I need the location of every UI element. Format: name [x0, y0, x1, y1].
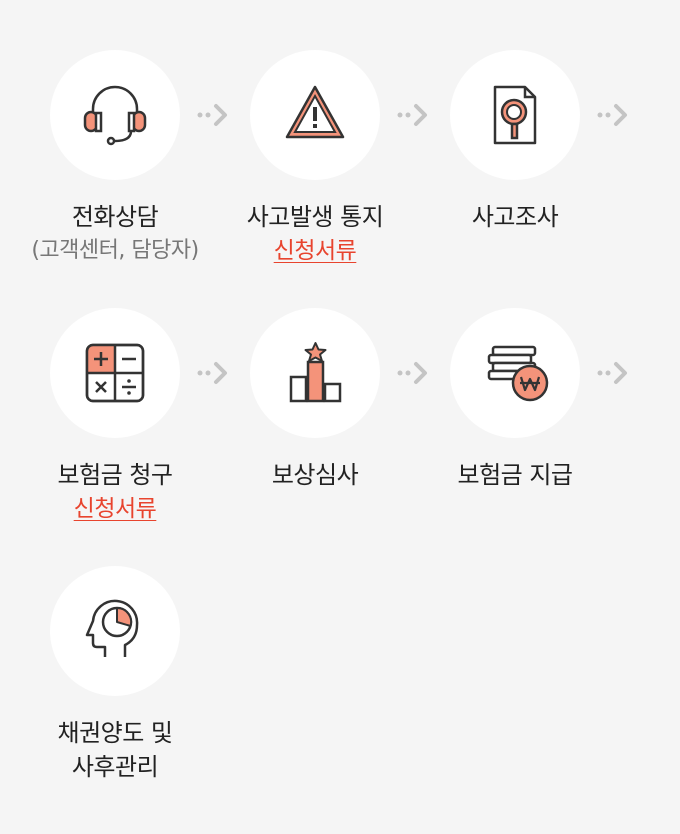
step-phone-consult: 전화상담 (고객센터, 담당자): [15, 50, 215, 268]
step-title: 전화상담: [71, 203, 159, 231]
step-accident-investigation: 사고조사: [415, 50, 615, 234]
document-search-icon: [493, 85, 537, 145]
step-icon-circle: [50, 50, 180, 180]
arrow-right-icon: [597, 362, 627, 384]
podium-icon: [289, 342, 342, 403]
arrow-right-icon: [197, 362, 227, 384]
step-debt-transfer: 채권양도 및 사후관리: [15, 566, 215, 784]
arrow-right-icon: [597, 104, 627, 126]
step-claim-request: 보험금 청구 신청서류: [15, 308, 215, 524]
step-icon-circle: [250, 50, 380, 180]
step-title: 보험금 청구: [57, 461, 173, 489]
step-subtitle: (고객센터, 담당자): [31, 238, 199, 263]
step-icon-circle: [450, 50, 580, 180]
application-documents-link[interactable]: 신청서류: [73, 496, 157, 522]
calculator-icon: [85, 343, 145, 403]
application-documents-link[interactable]: 신청서류: [273, 238, 357, 264]
headset-icon: [83, 85, 147, 146]
arrow-right-icon: [397, 104, 427, 126]
step-title: 사고발생 통지: [246, 203, 384, 231]
step-title: 사고조사: [471, 203, 559, 231]
head-chart-icon: [85, 599, 139, 657]
coin-stack-icon: [487, 345, 549, 402]
step-title: 보상심사: [271, 461, 359, 489]
step-title: 보험금 지급: [457, 461, 573, 489]
step-accident-report: 사고발생 통지 신청서류: [215, 50, 415, 266]
step-icon-circle: [50, 566, 180, 696]
step-title: 채권양도 및: [57, 719, 173, 747]
step-claim-payment: 보험금 지급: [415, 308, 615, 492]
step-title-line-2: 사후관리: [71, 753, 159, 781]
arrow-right-icon: [397, 362, 427, 384]
step-icon-circle: [450, 308, 580, 438]
warning-icon: [285, 85, 345, 139]
step-compensation-review: 보상심사: [215, 308, 415, 492]
step-icon-circle: [250, 308, 380, 438]
step-icon-circle: [50, 308, 180, 438]
arrow-right-icon: [197, 104, 227, 126]
